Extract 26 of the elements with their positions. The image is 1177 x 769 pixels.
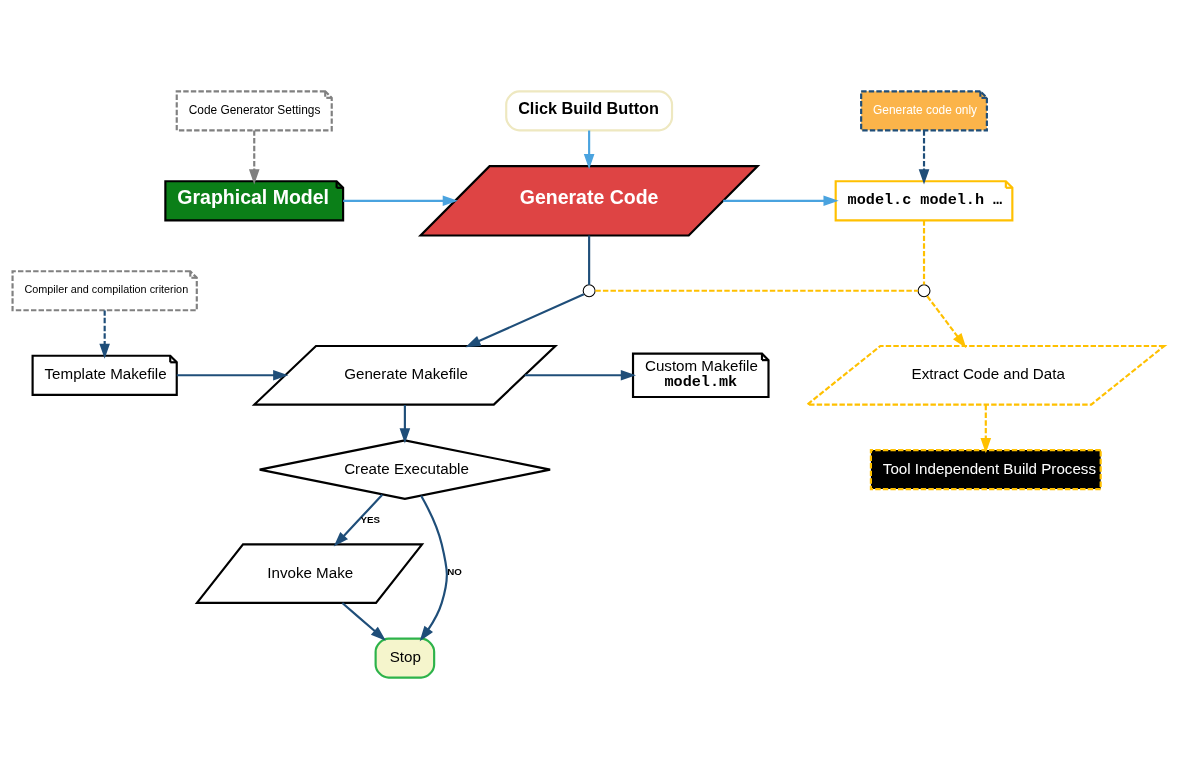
node-circle [582, 284, 596, 298]
arrow [723, 195, 839, 207]
arrow [343, 195, 458, 207]
arrow [333, 494, 384, 547]
node-box: Click Build Button [505, 90, 674, 132]
arrow [465, 293, 585, 348]
arrow [524, 369, 636, 381]
node-box: Stop [374, 637, 436, 679]
node-box: Tool Independent Build Process [869, 449, 1102, 491]
arrow [248, 130, 260, 185]
arrow [176, 369, 289, 381]
connector [595, 289, 918, 292]
arrow [926, 295, 967, 349]
node-diamond: Create Executable [258, 439, 552, 500]
arrow [583, 130, 595, 170]
arrow [341, 602, 386, 641]
edge-label: NO [447, 565, 462, 577]
arrow [980, 405, 992, 454]
arrow [918, 130, 930, 185]
arrow [419, 495, 448, 642]
node-circle [917, 284, 931, 298]
connector [922, 220, 926, 285]
edge-label: YES [360, 513, 380, 525]
connector [588, 235, 591, 285]
arrow [399, 405, 411, 444]
arrow [99, 310, 110, 359]
